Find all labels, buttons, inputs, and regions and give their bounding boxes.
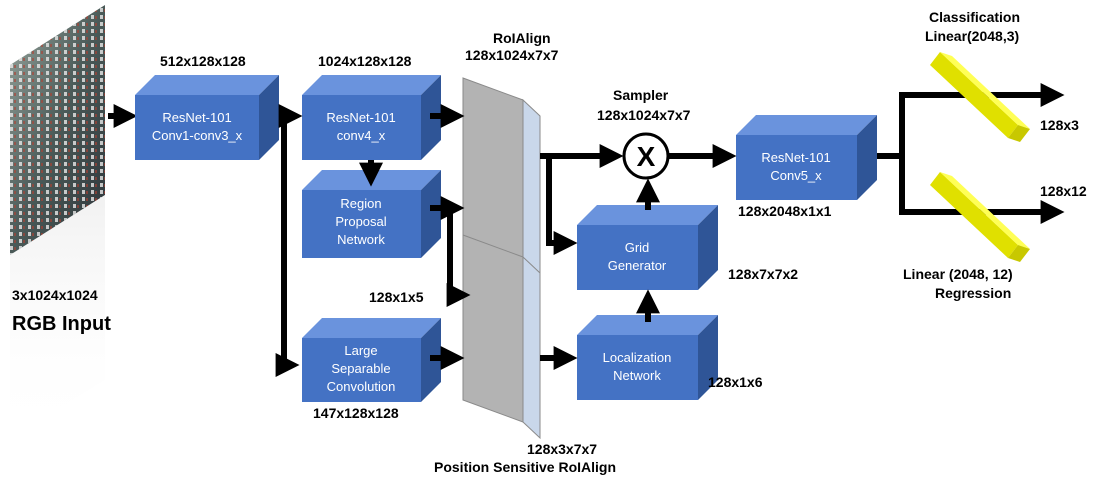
block-front [736,135,857,200]
classification-title: Classification [929,9,1020,25]
block-text-2: Network [613,368,661,383]
block-text-1: Large [344,343,377,358]
block-rpn: Region Proposal Network [302,170,441,258]
block-text-3: Network [337,232,385,247]
roialign-dims: 128x1024x7x7 [465,47,559,63]
block-front [302,190,421,258]
block-front [577,225,698,290]
linear-end [1008,245,1030,262]
block-conv4: ResNet-101 conv4_x [302,75,441,160]
psroialign-title: Position Sensitive RoIAlign [434,459,616,475]
classification-out: 128x3 [1040,117,1079,133]
block-text-2: Proposal [335,214,386,229]
block-text-2: conv4_x [337,128,386,143]
block-side [698,205,718,290]
block-front [302,338,421,402]
input-label: RGB Input [12,313,111,335]
block-top [577,315,718,335]
block-conv5: ResNet-101 Conv5_x [736,115,877,200]
block-text-1: Region [340,196,381,211]
linear-face [940,52,1030,129]
roialign-panel [462,77,541,278]
proposals-dims: 128x1x5 [369,289,424,305]
block-text-1: Localization [603,350,672,365]
sampler-symbol: X [637,141,656,172]
arrow-rpn-psroialign [446,208,471,307]
sampler-dims: 128x1024x7x7 [597,107,691,123]
linear-end [1008,125,1030,142]
block-top [135,75,279,95]
block-text-2: Conv5_x [770,168,822,183]
block-conv1-3: ResNet-101 Conv1-conv3_x [135,75,279,160]
regression-out: 128x12 [1040,183,1087,199]
block-localization: Localization Network [577,315,718,400]
block-front [302,95,421,160]
sampler-title: Sampler [613,87,669,103]
block-top [736,115,877,135]
block-side [259,75,279,160]
regression-layer: Linear (2048, 12) [903,266,1013,282]
block-text-1: ResNet-101 [326,110,395,125]
block-side [421,170,441,258]
block-text-1: ResNet-101 [162,110,231,125]
linear-classification [930,52,1030,142]
linear-top [930,172,1018,258]
psroialign-dims: 128x3x7x7 [527,441,597,457]
lsc-dims: 147x128x128 [313,405,399,421]
linear-regression [930,172,1030,262]
block-top [302,75,441,95]
arrow-roialign-grid [546,156,578,255]
block-side [857,115,877,200]
loc-dims: 128x1x6 [708,374,763,390]
conv1-dims: 512x128x128 [160,53,246,69]
arrow-conv5-regression [899,156,1065,224]
arrow-conv1-lsc [275,113,300,377]
block-lsc: Large Separable Convolution [302,318,441,402]
block-text-2: Conv1-conv3_x [152,128,243,143]
connectors [275,83,1065,377]
conv5-dims: 128x2048x1x1 [738,203,832,219]
roialign-title: RoIAlign [493,30,551,46]
rgb-input-image [10,5,105,440]
block-side [698,315,718,400]
block-text-3: Convolution [327,379,396,394]
block-top [302,318,441,338]
ps-roialign-panel [462,234,541,440]
regression-title: Regression [935,285,1011,301]
block-text-1: ResNet-101 [761,150,830,165]
block-top [577,205,718,225]
block-text-2: Generator [608,258,667,273]
linear-top [930,52,1018,138]
block-text-2: Separable [331,361,390,376]
input-dims: 3x1024x1024 [12,287,98,303]
sampler-node: X [622,132,670,180]
arrow-conv5-classification [877,83,1065,159]
block-front [135,95,259,160]
block-front [577,335,698,400]
linear-face [940,172,1030,249]
block-grid-generator: Grid Generator [577,205,718,290]
grid-dims: 128x7x7x2 [728,266,798,282]
block-text-1: Grid [625,240,650,255]
conv4-dims: 1024x128x128 [318,53,412,69]
classification-layer: Linear(2048,3) [925,28,1019,44]
